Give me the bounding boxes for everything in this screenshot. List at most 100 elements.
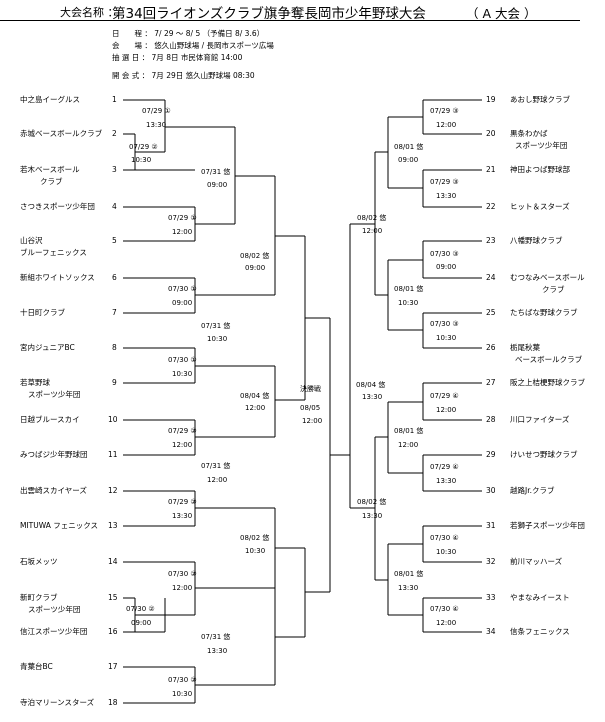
team-name-23: 八幡野球クラブ bbox=[510, 236, 563, 245]
match-time-4: 12:00 bbox=[172, 228, 193, 236]
tournament-category: （ A 大会 ） bbox=[466, 6, 537, 21]
tournament-title: 第34回ライオンズクラブ旗争奪長岡市少年野球大会 bbox=[112, 6, 426, 22]
match-date-28: 08/01 悠 bbox=[394, 427, 424, 435]
team-name-11: みつばジ少年野球団 bbox=[20, 450, 88, 459]
team-name-26: 栃尾秋葉 bbox=[510, 343, 540, 352]
match-time-33: 12:00 bbox=[436, 619, 457, 627]
match-date-16: 07/31 悠 bbox=[201, 633, 231, 641]
final-date: 08/05 bbox=[300, 404, 321, 412]
team-name-30: 越路Jr.クラブ bbox=[510, 486, 555, 495]
team-number-2: 2 bbox=[112, 129, 117, 138]
match-time-20: 09:00 bbox=[398, 156, 419, 164]
team-name-6: 新組ホワイトソックス bbox=[20, 273, 95, 282]
team-number-4: 4 bbox=[112, 202, 117, 211]
team-name-5: 山谷沢 bbox=[20, 236, 43, 245]
match-time-1: 13:30 bbox=[146, 121, 167, 129]
match-time-9: 12:00 bbox=[245, 404, 266, 412]
match-time-2: 10:30 bbox=[131, 156, 152, 164]
match-time-29: 13:30 bbox=[436, 477, 457, 485]
match-date-15: 07/30 ② bbox=[126, 605, 155, 613]
match-date-10: 07/29 ② bbox=[168, 427, 197, 435]
team-name-21: 神田よつば野球部 bbox=[510, 165, 570, 174]
team-name-24: むつなみベースボール bbox=[510, 273, 585, 282]
match-date-13: 08/02 悠 bbox=[240, 534, 270, 542]
team-number-17: 17 bbox=[108, 662, 118, 671]
team-name-31: 若獅子スポーツ少年団 bbox=[510, 521, 585, 530]
team-name-34: 信条フェニックス bbox=[510, 627, 570, 636]
team-name-24-line2: クラブ bbox=[542, 285, 565, 294]
match-time-31: 10:30 bbox=[436, 548, 457, 556]
team-name-7: 十日町クラブ bbox=[20, 308, 65, 317]
team-number-7: 7 bbox=[112, 308, 117, 317]
team-number-3: 3 bbox=[112, 165, 117, 174]
team-number-5: 5 bbox=[112, 236, 117, 245]
match-time-27: 12:00 bbox=[436, 406, 457, 414]
team-name-16: 信江スポーツ少年団 bbox=[20, 627, 88, 636]
match-date-2: 07/29 ② bbox=[129, 143, 158, 151]
match-time-32: 13:30 bbox=[398, 584, 419, 592]
match-date-11: 07/31 悠 bbox=[201, 462, 231, 470]
match-date-19: 07/29 ③ bbox=[430, 107, 459, 115]
team-number-14: 14 bbox=[108, 557, 118, 566]
match-date-21: 07/29 ③ bbox=[430, 178, 459, 186]
team-number-34: 34 bbox=[486, 627, 496, 636]
team-number-11: 11 bbox=[108, 450, 118, 459]
team-number-15: 15 bbox=[108, 593, 118, 602]
team-number-20: 20 bbox=[486, 129, 496, 138]
match-time-19: 12:00 bbox=[436, 121, 457, 129]
match-time-24: 10:30 bbox=[398, 299, 419, 307]
team-name-15: 新町クラブ bbox=[20, 593, 58, 602]
team-name-28: 川口ファイターズ bbox=[510, 415, 570, 424]
match-date-31: 07/30 ④ bbox=[430, 534, 459, 542]
team-number-26: 26 bbox=[486, 343, 496, 352]
match-time-3: 09:00 bbox=[207, 181, 228, 189]
team-name-8: 宮内ジュニアBC bbox=[20, 343, 75, 352]
match-date-8: 07/30 ① bbox=[168, 356, 197, 364]
team-number-27: 27 bbox=[486, 378, 496, 387]
team-number-19: 19 bbox=[486, 95, 496, 104]
team-number-12: 12 bbox=[108, 486, 118, 495]
team-number-1: 1 bbox=[112, 95, 117, 104]
match-time-21: 13:30 bbox=[436, 192, 457, 200]
match-date-30: 08/02 悠 bbox=[357, 498, 387, 506]
match-date-29: 07/29 ④ bbox=[430, 463, 459, 471]
team-name-3-line2: クラブ bbox=[40, 177, 63, 186]
match-date-9: 08/04 悠 bbox=[240, 392, 270, 400]
info-schedule: 日 程 ： 7/ 29 ～ 8/ 5 （予備日 8/ 3.6） bbox=[112, 29, 265, 38]
match-time-25: 10:30 bbox=[436, 334, 457, 342]
match-date-25: 07/30 ③ bbox=[430, 320, 459, 328]
team-number-29: 29 bbox=[486, 450, 496, 459]
match-date-3: 07/31 悠 bbox=[201, 168, 231, 176]
match-date-26: 08/04 悠 bbox=[356, 381, 386, 389]
match-time-6: 09:00 bbox=[172, 299, 193, 307]
info-draw-date: 抽 選 日 ： 7月 8日 市民体育館 14:00 bbox=[112, 53, 243, 62]
team-number-10: 10 bbox=[108, 415, 118, 424]
team-name-14: 石坂メッツ bbox=[20, 557, 58, 566]
match-date-14: 07/30 ② bbox=[168, 570, 197, 578]
match-time-13: 10:30 bbox=[245, 547, 266, 555]
match-time-17: 10:30 bbox=[172, 690, 193, 698]
info-opening-ceremony: 開 会 式 ： 7月 29日 悠久山野球場 08:30 bbox=[112, 71, 255, 80]
match-date-6: 07/30 ① bbox=[168, 285, 197, 293]
team-name-3: 若木ベースボール bbox=[20, 165, 80, 174]
match-date-22: 08/02 悠 bbox=[357, 214, 387, 222]
team-name-18: 寺泊マリーンスターズ bbox=[20, 698, 95, 707]
match-time-12: 13:30 bbox=[172, 512, 193, 520]
team-name-12: 出雲崎スカイヤーズ bbox=[20, 486, 87, 495]
team-number-32: 32 bbox=[486, 557, 496, 566]
team-number-30: 30 bbox=[486, 486, 496, 495]
match-date-4: 07/29 ① bbox=[168, 214, 197, 222]
match-time-8: 10:30 bbox=[172, 370, 193, 378]
match-time-28: 12:00 bbox=[398, 441, 419, 449]
match-date-24: 08/01 悠 bbox=[394, 285, 424, 293]
info-venue: 会 場 ： 悠久山野球場 / 長岡市スポーツ広場 bbox=[112, 41, 274, 50]
team-number-6: 6 bbox=[112, 273, 117, 282]
team-name-1: 中之島イーグルス bbox=[20, 95, 80, 104]
team-number-23: 23 bbox=[486, 236, 496, 245]
match-time-5: 09:00 bbox=[245, 264, 266, 272]
team-number-13: 13 bbox=[108, 521, 118, 530]
team-number-31: 31 bbox=[486, 521, 496, 530]
match-time-23: 09:00 bbox=[436, 263, 457, 271]
team-name-19: あおし野球クラブ bbox=[510, 95, 570, 104]
team-number-8: 8 bbox=[112, 343, 117, 352]
